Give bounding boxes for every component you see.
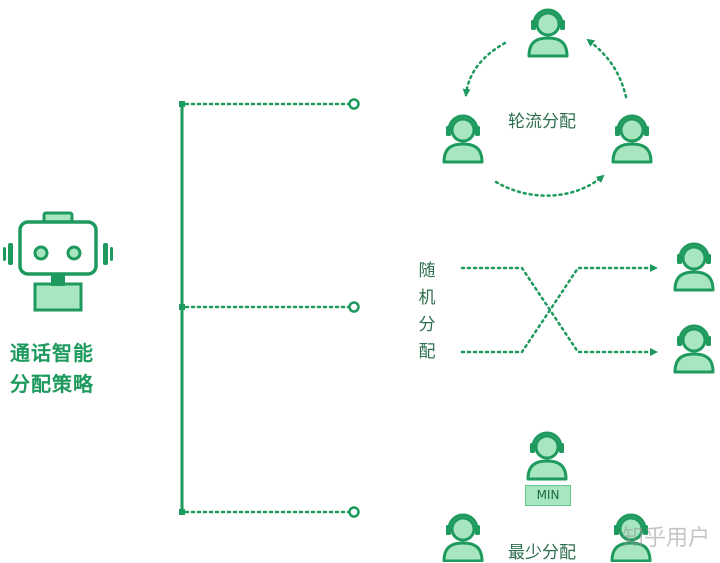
random-label-char: 分 xyxy=(418,315,436,335)
random-label-char: 机 xyxy=(418,288,436,308)
random-group xyxy=(460,242,715,374)
agent-headset-icon xyxy=(611,114,653,164)
watermark: 知乎用户 xyxy=(621,526,710,551)
robot-title-line2: 分配策略 xyxy=(10,372,94,396)
robot-icon xyxy=(3,211,113,312)
min-badge: MIN xyxy=(525,485,571,506)
random-label-char: 配 xyxy=(418,342,436,362)
robot-title-line1: 通话智能 xyxy=(10,341,94,365)
round-robin-group xyxy=(442,8,653,197)
agent-headset-icon xyxy=(442,513,484,562)
agent-headset-icon xyxy=(442,114,484,164)
branch-lines xyxy=(179,98,360,518)
least-label: 最少分配 xyxy=(508,543,576,563)
agent-headset-icon xyxy=(527,8,569,58)
agent-headset-icon xyxy=(673,242,715,292)
random-label-char: 随 xyxy=(418,261,436,281)
agent-headset-icon xyxy=(526,431,568,481)
agent-headset-icon xyxy=(673,324,715,374)
round-robin-label: 轮流分配 xyxy=(508,112,576,132)
